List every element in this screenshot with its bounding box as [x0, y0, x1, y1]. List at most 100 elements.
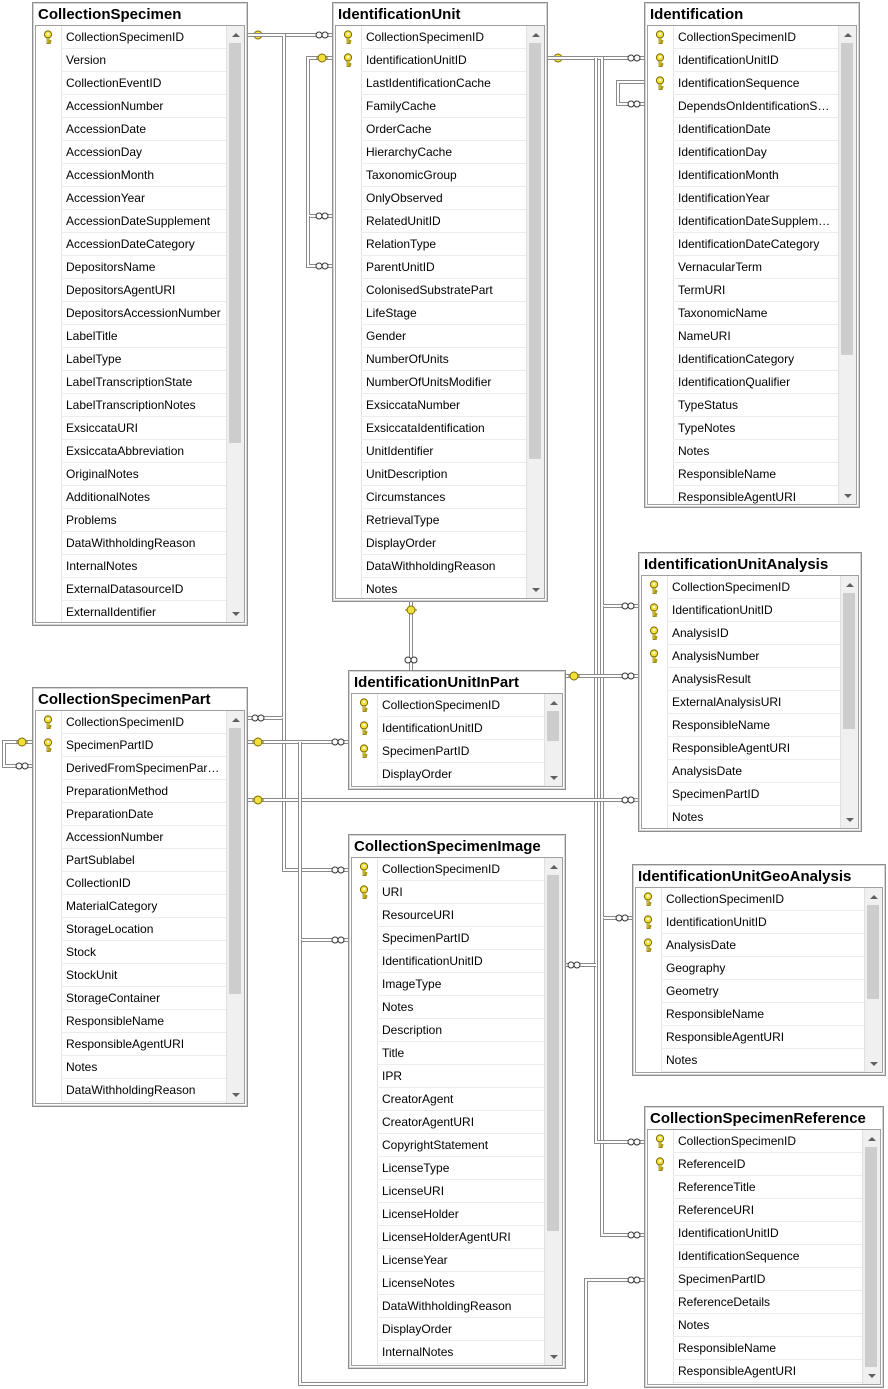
column-row[interactable]: UnitDescription	[336, 463, 526, 486]
column-row[interactable]: StorageLocation	[36, 918, 226, 941]
column-row[interactable]: Title	[352, 1042, 544, 1065]
column-row[interactable]: TypeStatus	[648, 394, 838, 417]
column-row[interactable]: ResponsibleName	[648, 1337, 862, 1360]
column-row[interactable]: CollectionSpecimenID	[648, 26, 838, 49]
scroll-thumb[interactable]	[867, 905, 879, 999]
column-row[interactable]: ResponsibleAgentURI	[648, 1360, 862, 1383]
relation-unit-parent[interactable]	[306, 216, 332, 268]
table-title[interactable]: IdentificationUnitGeoAnalysis	[638, 868, 852, 885]
column-row[interactable]: CopyrightStatement	[352, 1134, 544, 1157]
column-row[interactable]: DisplayOrder	[352, 763, 544, 786]
column-row[interactable]: IdentificationUnitID	[642, 599, 840, 622]
column-row[interactable]: AnalysisResult	[642, 668, 840, 691]
scroll-up-button[interactable]	[865, 888, 882, 905]
scroll-thumb[interactable]	[547, 875, 559, 1231]
column-row[interactable]: NumberOfUnits	[336, 348, 526, 371]
column-row[interactable]: CollectionID	[36, 872, 226, 895]
column-row[interactable]: Notes	[636, 1049, 864, 1072]
column-row[interactable]: DataWithholdingReason	[36, 1079, 226, 1102]
column-row[interactable]: IdentificationUnitID	[352, 950, 544, 973]
column-row[interactable]: Notes	[648, 1314, 862, 1337]
column-row[interactable]: Geography	[636, 957, 864, 980]
scroll-up-button[interactable]	[841, 576, 858, 593]
table-title[interactable]: CollectionSpecimen	[38, 6, 182, 23]
column-row[interactable]: ExsiccataIdentification	[336, 417, 526, 440]
relation-specimen-image[interactable]	[282, 718, 348, 872]
column-row[interactable]: IdentificationUnitID	[648, 1222, 862, 1245]
scroll-thumb[interactable]	[865, 1147, 877, 1369]
column-row[interactable]: IdentificationQualifier	[648, 371, 838, 394]
column-row[interactable]: CollectionSpecimenID	[36, 711, 226, 734]
scroll-down-button[interactable]	[545, 1348, 562, 1365]
column-row[interactable]: PartSublabel	[36, 849, 226, 872]
column-row[interactable]: IdentificationCategory	[648, 348, 838, 371]
column-row[interactable]: AnalysisDate	[642, 760, 840, 783]
column-row[interactable]: IdentificationUnitID	[648, 49, 838, 72]
scroll-up-button[interactable]	[863, 1130, 880, 1147]
column-row[interactable]: OriginalNotes	[36, 463, 226, 486]
column-row[interactable]: LabelTranscriptionState	[36, 371, 226, 394]
column-row[interactable]: ResponsibleAgentURI	[642, 737, 840, 760]
column-row[interactable]: ExternalDatasourceID	[36, 578, 226, 601]
column-row[interactable]: AccessionYear	[36, 187, 226, 210]
column-row[interactable]: TermURI	[648, 279, 838, 302]
relation-unit-related[interactable]	[306, 56, 332, 218]
column-row[interactable]: InternalNotes	[352, 1341, 544, 1364]
column-row[interactable]: LicenseHolder	[352, 1203, 544, 1226]
column-row[interactable]: CollectionSpecimenID	[642, 576, 840, 599]
column-row[interactable]: IdentificationSequence	[648, 1245, 862, 1268]
scroll-down-button[interactable]	[839, 487, 856, 504]
column-row[interactable]: OrderCache	[336, 118, 526, 141]
scroll-up-button[interactable]	[545, 694, 562, 711]
column-row[interactable]: ResponsibleName	[36, 1010, 226, 1033]
column-row[interactable]: DepositorsName	[36, 256, 226, 279]
column-row[interactable]: TaxonomicGroup	[336, 164, 526, 187]
column-row[interactable]: LifeStage	[336, 302, 526, 325]
column-row[interactable]: VernacularTerm	[648, 256, 838, 279]
column-row[interactable]: RelatedUnitID	[336, 210, 526, 233]
scroll-thumb[interactable]	[841, 43, 853, 355]
column-row[interactable]: ReferenceURI	[648, 1199, 862, 1222]
column-row[interactable]: IdentificationUnitID	[636, 911, 864, 934]
vertical-scrollbar[interactable]	[840, 576, 858, 828]
column-row[interactable]: PreparationDate	[36, 803, 226, 826]
column-row[interactable]: Problems	[36, 509, 226, 532]
scroll-up-button[interactable]	[527, 26, 544, 43]
vertical-scrollbar[interactable]	[226, 711, 244, 1103]
vertical-scrollbar[interactable]	[526, 26, 544, 598]
column-row[interactable]: ResponsibleAgentURI	[36, 1033, 226, 1056]
column-row[interactable]: AccessionDateSupplement	[36, 210, 226, 233]
scroll-down-button[interactable]	[545, 769, 562, 786]
column-row[interactable]: Circumstances	[336, 486, 526, 509]
column-row[interactable]: ReferenceID	[648, 1153, 862, 1176]
scroll-down-button[interactable]	[841, 811, 858, 828]
column-row[interactable]: Description	[352, 1019, 544, 1042]
column-row[interactable]: ExternalIdentifier	[36, 601, 226, 622]
column-row[interactable]: DataWithholdingReason	[36, 532, 226, 555]
column-row[interactable]: ExsiccataNumber	[336, 394, 526, 417]
table-title[interactable]: IdentificationUnitAnalysis	[644, 556, 829, 573]
column-row[interactable]: Geometry	[636, 980, 864, 1003]
table-title[interactable]: IdentificationUnitInPart	[354, 674, 519, 691]
column-row[interactable]: MaterialCategory	[36, 895, 226, 918]
column-row[interactable]: AnalysisNumber	[642, 645, 840, 668]
column-row[interactable]: IdentificationSequence	[648, 72, 838, 95]
column-row[interactable]: Notes	[642, 806, 840, 828]
relation-unit-geoanalysis[interactable]	[600, 606, 632, 920]
column-row[interactable]: SpecimenPartID	[36, 734, 226, 757]
column-row[interactable]: LicenseNotes	[352, 1272, 544, 1295]
column-row[interactable]: CollectionSpecimenID	[648, 1130, 862, 1153]
relation-unit-analysis[interactable]	[548, 56, 638, 608]
column-row[interactable]: DepositorsAgentURI	[36, 279, 226, 302]
scroll-down-button[interactable]	[527, 581, 544, 598]
relation-part-reference[interactable]	[298, 940, 644, 1386]
column-row[interactable]: ReferenceTitle	[648, 1176, 862, 1199]
column-row[interactable]: HierarchyCache	[336, 141, 526, 164]
vertical-scrollbar[interactable]	[862, 1130, 880, 1384]
column-row[interactable]: AdditionalNotes	[36, 486, 226, 509]
